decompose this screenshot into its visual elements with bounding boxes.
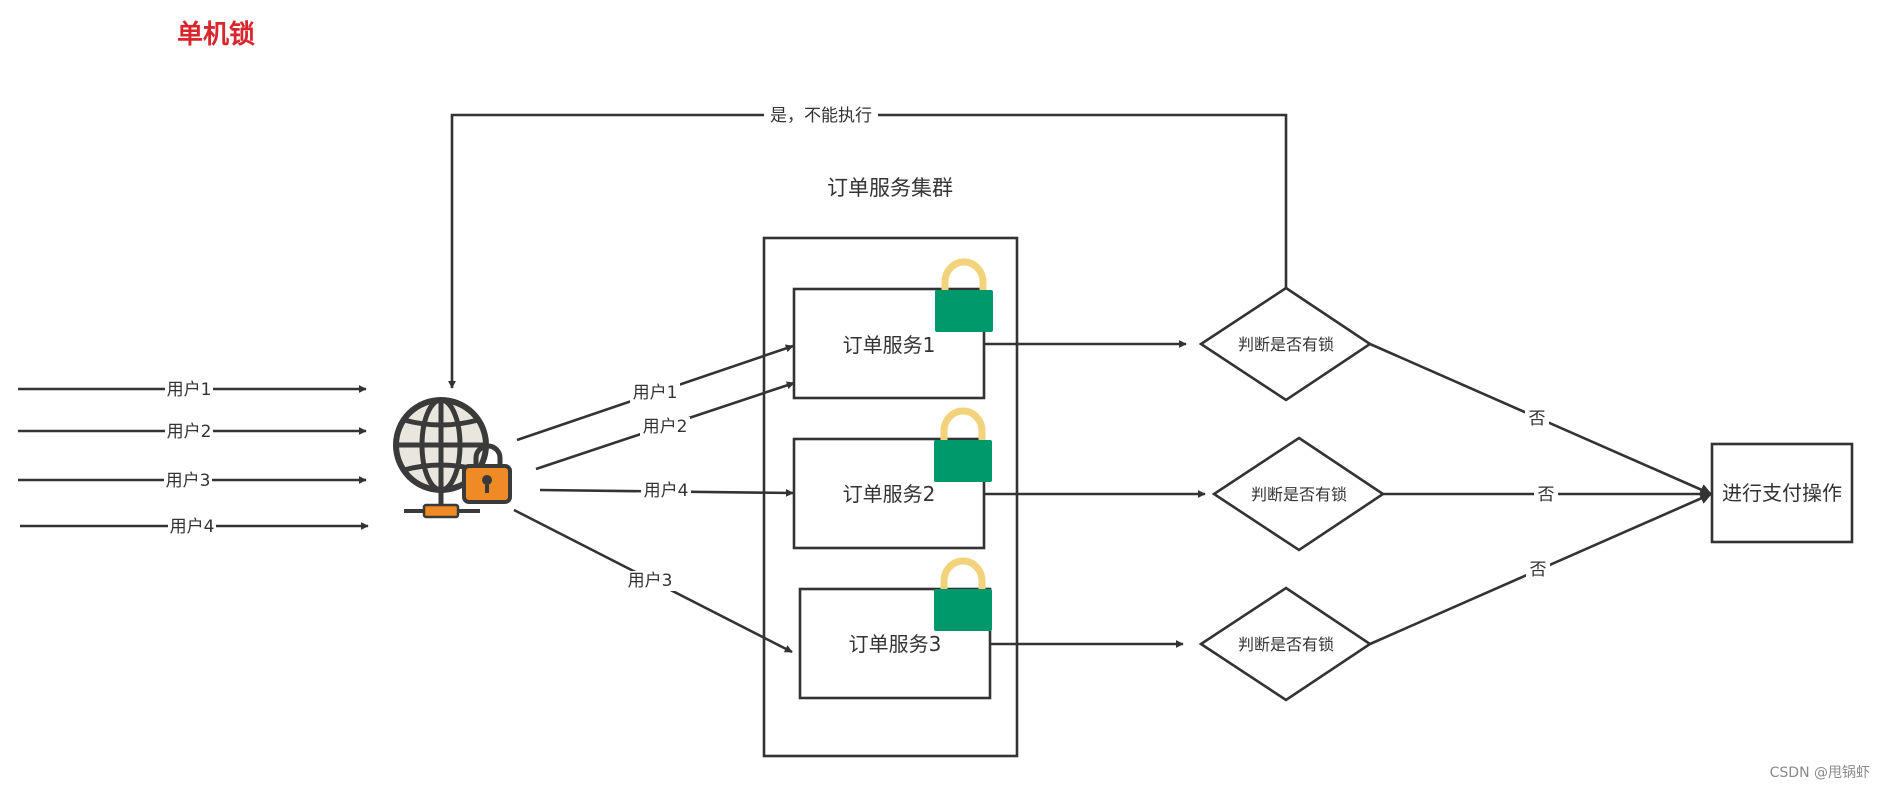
decision-diamond-1 — [1198, 286, 1373, 402]
no-label-1: 否 — [1529, 409, 1546, 429]
decision-label-2: 判断是否有锁 — [1251, 485, 1347, 504]
service-label-1: 订单服务1 — [843, 333, 936, 357]
route-label-4: 用户4 — [644, 481, 689, 501]
user-in-label-3: 用户3 — [166, 471, 211, 491]
route-label-1: 用户1 — [633, 383, 678, 403]
decision-1: 判断是否有锁 — [1198, 286, 1373, 402]
service-label-3: 订单服务3 — [849, 632, 942, 656]
decision-diamond-2 — [1211, 436, 1386, 552]
decision-2: 判断是否有锁 — [1211, 436, 1386, 552]
result-box — [1710, 442, 1854, 544]
no-label-2: 否 — [1538, 485, 1555, 505]
user-in-label-2: 用户2 — [167, 422, 212, 442]
no-label-3: 否 — [1530, 560, 1547, 580]
incoming-users: 用户1 用户2 用户3 用户4 — [18, 379, 369, 537]
route-label-2: 用户2 — [643, 417, 688, 437]
feedback-label: 是，不能执行 — [770, 106, 872, 126]
result-label: 进行支付操作 — [1722, 481, 1842, 505]
globe-lock-icon — [393, 397, 512, 519]
user-in-label-1: 用户1 — [167, 380, 212, 400]
route-label-3: 用户3 — [628, 571, 673, 591]
decision-label-1: 判断是否有锁 — [1238, 335, 1334, 354]
decision-label-3: 判断是否有锁 — [1238, 635, 1334, 654]
decision-3: 判断是否有锁 — [1198, 586, 1373, 702]
diagram-title: 单机锁 — [177, 19, 255, 50]
result: 进行支付操作 — [1710, 442, 1854, 544]
routes: 用户1 用户2 用户4 用户3 — [513, 344, 795, 654]
decision-diamond-3 — [1198, 586, 1373, 702]
service-label-2: 订单服务2 — [843, 482, 936, 506]
user-in-label-4: 用户4 — [170, 517, 215, 537]
watermark: CSDN @甩锅虾 — [1770, 765, 1870, 781]
cluster-label: 订单服务集群 — [827, 176, 953, 200]
padlock-icon — [934, 407, 992, 482]
padlock-icon — [935, 258, 993, 332]
padlock-icon — [934, 557, 992, 631]
